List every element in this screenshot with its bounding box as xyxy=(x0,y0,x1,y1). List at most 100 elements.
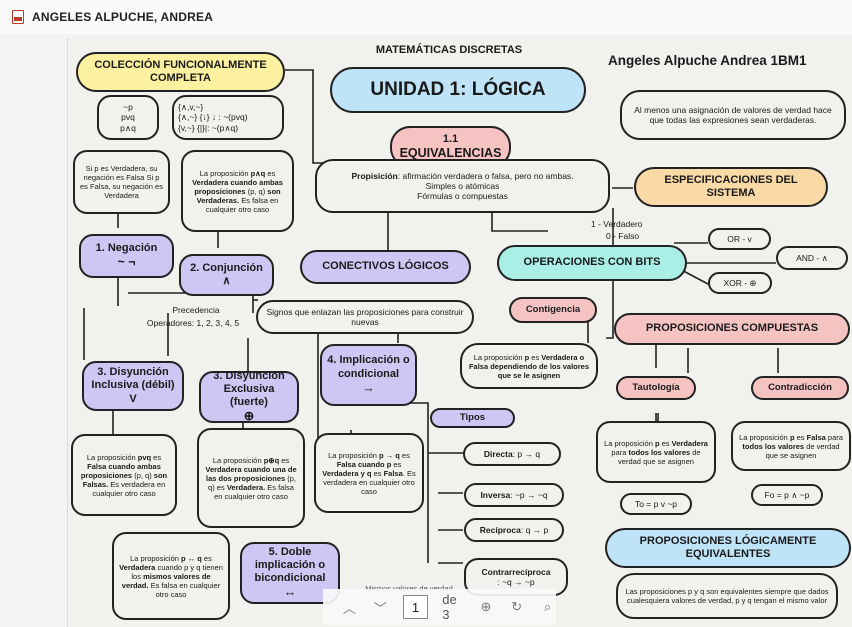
def-part: p∧q xyxy=(250,168,266,178)
tautologia-definition: La proposición p es Verdadera para todos… xyxy=(596,421,716,483)
set2-line: {∧,~} {↓} ↓ : ~(pvq) xyxy=(178,112,248,123)
tipos-label: Tipos xyxy=(459,412,486,424)
disy-excl-definition: La proposición p⊕q es Verdadera cuando u… xyxy=(197,428,305,528)
def-part: para xyxy=(611,447,629,457)
set1-item: pvq xyxy=(121,112,135,123)
tipo-directa: Directa: p → q xyxy=(463,442,561,466)
bit-and-label: AND - ∧ xyxy=(796,252,828,263)
pdf-viewer-toolbar: ︿ ﹀ 1 de 3 ⊕ ↻ ⌕ xyxy=(323,589,556,625)
prop-label: Propisición xyxy=(351,170,398,181)
def-part: cuando p y q tienen los xyxy=(131,562,223,581)
especificaciones-title: ESPECIFICACIONES DEL SISTEMA xyxy=(664,173,798,199)
bicondicional-title: 5. Doble implicación o bicondicional xyxy=(254,545,326,585)
coleccion-title: COLECCIÓN FUNCIONALMENTE COMPLETA xyxy=(94,58,267,84)
bit-xor-label: XOR - ⊕ xyxy=(723,277,757,288)
chevron-down-icon[interactable]: ﹀ xyxy=(373,600,387,616)
bicondicional-note: Mismos valores de verdad xyxy=(364,584,454,593)
bit-or: OR - v xyxy=(708,228,771,250)
page-total: de 3 xyxy=(442,592,457,622)
negacion-box: 1. Negación ~ ¬ xyxy=(79,234,174,278)
tipo-value: : p → q xyxy=(512,448,541,459)
equivalentes-box: PROPOSICIONES LÓGICAMENTE EQUIVALENTES xyxy=(605,528,851,568)
def-part: La proposición xyxy=(199,168,251,178)
compuestas-box: PROPOSICIONES COMPUESTAS xyxy=(614,313,850,345)
disyuncion-exclusiva-box: 3. Disyunción Exclusiva (fuerte) ⊕ xyxy=(199,369,299,424)
chevron-up-icon[interactable]: ︿ xyxy=(342,600,356,616)
rotate-icon[interactable]: ↻ xyxy=(511,599,523,614)
unit-title-box: UNIDAD 1: LÓGICA xyxy=(330,67,586,113)
def-part: es xyxy=(151,452,162,462)
tipos-box: Tipos xyxy=(430,408,515,428)
def-part: es xyxy=(201,553,212,563)
disy-excl-title: 3. Disyunción Exclusiva (fuerte) xyxy=(213,369,285,409)
def-part: Es falsa en cualquier otro caso xyxy=(205,195,279,214)
equivalencias-number: 1.1 xyxy=(442,132,459,145)
def-part: Verdadera. xyxy=(226,482,266,492)
def-part: Verdadera cuando una de las dos proposic… xyxy=(205,464,297,483)
conjuncion-definition: La proposición p∧q es Verdadera cuando a… xyxy=(181,150,294,232)
bicondicional-definition: La proposición p ↔ q es Verdadera cuando… xyxy=(112,532,230,620)
def-part: es xyxy=(371,468,384,478)
def-part: p xyxy=(654,438,660,448)
page-number-input[interactable]: 1 xyxy=(402,595,429,619)
def-part: La proposición xyxy=(130,553,181,563)
author-name: Angeles Alpuche Andrea 1BM1 xyxy=(608,53,807,68)
tautologia-box: Tautología xyxy=(616,376,696,400)
contigencia-title: Contigencia xyxy=(525,304,581,316)
def-part: (p, q) xyxy=(245,186,268,196)
contradiccion-title: Contradicción xyxy=(768,382,832,394)
tipo-value: : ~p → ~q xyxy=(510,489,548,500)
disy-excl-symbol: ⊕ xyxy=(243,409,255,424)
def-part: es xyxy=(399,450,410,460)
precedencia-label: Precedencia xyxy=(172,305,220,315)
course-title: MATEMÁTICAS DISCRETAS xyxy=(375,44,523,56)
bits-box: OPERACIONES CON BITS xyxy=(497,245,687,281)
def-part: son Verdaderas. xyxy=(196,186,281,205)
bit-falso: 0 - Falso xyxy=(606,231,640,241)
equivalentes-title: PROPOSICIONES LÓGICAMENTE EQUIVALENTES xyxy=(639,534,817,560)
zoom-in-icon[interactable]: ⊕ xyxy=(480,599,492,614)
tipo-inversa: Inversa: ~p → ~q xyxy=(464,483,564,507)
def-part: Falsa xyxy=(383,468,403,478)
def-part: es xyxy=(265,168,276,178)
tipo-label: Contrarrecíproca xyxy=(481,566,551,577)
def-part: es xyxy=(794,432,807,442)
conjuncion-box: 2. Conjunción ∧ xyxy=(179,254,274,296)
def-part: (p, q) es xyxy=(208,473,297,492)
tautologia-title: Tautología xyxy=(632,382,680,394)
def-part: es xyxy=(529,352,542,362)
bicondicional-box: 5. Doble implicación o bicondicional ↔ xyxy=(240,542,340,604)
def-part: es xyxy=(659,438,672,448)
def-part: p ↔ q xyxy=(181,553,202,563)
coleccion-set-1: ~p pvq p∧q xyxy=(97,95,159,140)
set1-item: p∧q xyxy=(120,122,136,133)
def-part: p xyxy=(524,352,530,362)
def-part: es xyxy=(391,459,402,469)
proposicion-definition: Propisición: afirmación verdadera o fals… xyxy=(315,159,610,213)
prop-bullet: Simples o atómicas xyxy=(425,180,500,191)
def-part: Verdadera y q xyxy=(322,468,372,478)
compuestas-title: PROPOSICIONES COMPUESTAS xyxy=(645,322,819,335)
conjuncion-title: 2. Conjunción xyxy=(190,261,263,274)
def-part: Es verdadera en cualquier otro caso xyxy=(92,479,166,498)
tipo-label: Recíproca xyxy=(479,524,521,535)
def-part: para xyxy=(825,432,843,442)
contradiccion-definition: La proposición p es Falsa para todos los… xyxy=(731,421,851,471)
bits-title: OPERACIONES CON BITS xyxy=(523,256,661,269)
negacion-definition: Si p es Verdadera, su negación es Falsa … xyxy=(73,150,170,214)
document-title-bar: ANGELES ALPUCHE, ANDREA xyxy=(0,0,852,34)
implicacion-definition: La proposición p → q es Falsa cuando p e… xyxy=(314,433,424,513)
def-part: (p, q) xyxy=(132,470,154,480)
implicacion-title: 4. Implicación o condicional xyxy=(327,354,410,380)
equivalentes-def: Las proposiciones p y q son equivalentes… xyxy=(625,587,829,605)
negacion-title: 1. Negación xyxy=(95,241,158,254)
contigencia-definition: La proposición p es Verdadera o Falsa de… xyxy=(460,343,598,389)
pdf-file-icon xyxy=(12,10,24,24)
def-part: Verdadera xyxy=(119,562,156,572)
tipo-label: Inversa xyxy=(480,489,511,500)
def-part: pvq xyxy=(137,452,152,462)
def-part: de verdad que se asignen xyxy=(618,447,701,466)
unit-title: UNIDAD 1: LÓGICA xyxy=(370,78,546,100)
disy-incl-definition: La proposición pvq es Falsa cuando ambas… xyxy=(71,434,177,516)
search-icon[interactable]: ⌕ xyxy=(543,599,552,614)
